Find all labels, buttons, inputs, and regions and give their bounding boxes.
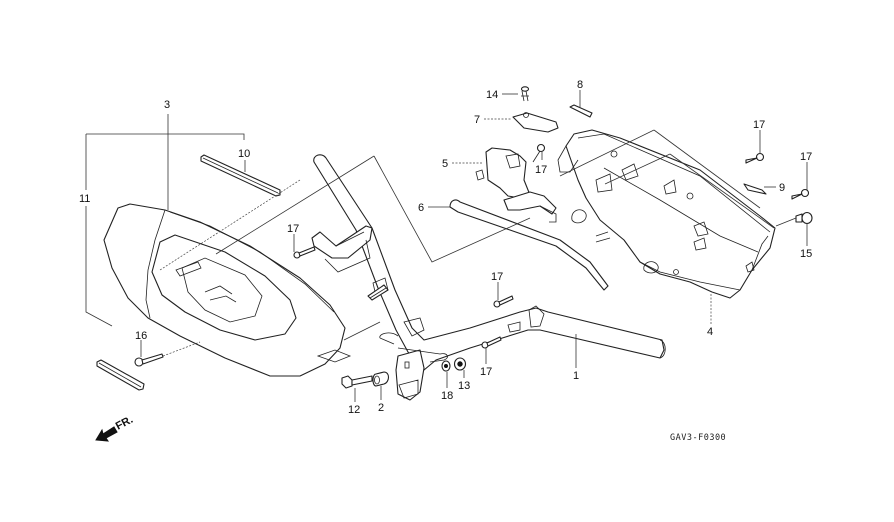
- callout-leaders: [85, 90, 808, 402]
- tapping-screw-17d-part[interactable]: [481, 336, 502, 349]
- callout-16[interactable]: 16: [135, 330, 147, 342]
- callout-17f[interactable]: 17: [800, 151, 812, 163]
- special-bolt-15-part[interactable]: [775, 211, 813, 227]
- callout-4[interactable]: 4: [707, 326, 713, 338]
- callout-1[interactable]: 1: [573, 370, 579, 382]
- callout-7[interactable]: 7: [474, 114, 480, 126]
- callout-17d[interactable]: 17: [480, 366, 492, 378]
- callout-15[interactable]: 15: [800, 248, 812, 260]
- washer-18-part[interactable]: [441, 360, 451, 372]
- front-direction-label: FR.: [114, 414, 135, 433]
- callout-8[interactable]: 8: [577, 79, 583, 91]
- clip-rivet-14-part[interactable]: [520, 86, 530, 102]
- tapping-screw-17c-part[interactable]: [493, 295, 514, 308]
- cable-guide-part[interactable]: [449, 199, 609, 291]
- callout-14[interactable]: 14: [486, 89, 498, 101]
- tapping-screw-17f-part[interactable]: [791, 188, 810, 200]
- callout-11[interactable]: 11: [79, 193, 90, 205]
- plate-7-part[interactable]: [512, 112, 559, 133]
- upper-trim-strip-part[interactable]: [200, 154, 281, 197]
- stem-clamp-part[interactable]: [379, 332, 448, 401]
- front-direction-indicator: FR.: [95, 414, 135, 442]
- callout-12[interactable]: 12: [348, 404, 360, 416]
- handlebar-part[interactable]: [313, 154, 666, 371]
- callout-17c[interactable]: 17: [491, 271, 503, 283]
- bolt-12-part[interactable]: [341, 375, 373, 389]
- cover-bracket-part[interactable]: [475, 147, 557, 223]
- front-cover-part[interactable]: [103, 203, 352, 377]
- mounting-bracket-part[interactable]: [311, 225, 389, 301]
- tapping-screw-17e-part[interactable]: [745, 152, 765, 164]
- callout-13[interactable]: 13: [458, 380, 470, 392]
- collar-2-part[interactable]: [372, 371, 390, 387]
- lower-trim-strip-part[interactable]: [96, 359, 145, 391]
- pad-8-part[interactable]: [569, 104, 593, 118]
- callout-18[interactable]: 18: [441, 390, 453, 402]
- callout-3[interactable]: 3: [164, 99, 170, 111]
- callout-5[interactable]: 5: [442, 158, 448, 170]
- rear-handlebar-cover-part[interactable]: [557, 129, 776, 299]
- callout-2[interactable]: 2: [378, 402, 384, 414]
- front-direction-arrow-icon: [95, 426, 118, 442]
- tapping-screw-17b-part[interactable]: [532, 143, 546, 163]
- assembly-lines: [159, 129, 775, 341]
- callout-10[interactable]: 10: [238, 148, 250, 160]
- callout-6[interactable]: 6: [418, 202, 424, 214]
- nut-13-part[interactable]: [453, 357, 467, 371]
- callout-9[interactable]: 9: [779, 182, 785, 194]
- diagram-code: GAV3-F0300: [670, 433, 726, 443]
- clip-9-part[interactable]: [743, 183, 767, 195]
- tapping-screw-17a-part[interactable]: [293, 246, 316, 259]
- callout-17e[interactable]: 17: [753, 119, 765, 131]
- callout-17b[interactable]: 17: [535, 164, 547, 176]
- callout-labels: 3 10 11 16 14 8 7 5 17 6 17 17 17 1 4 17…: [79, 79, 812, 416]
- callout-17a[interactable]: 17: [287, 223, 299, 235]
- screw-16-part[interactable]: [134, 341, 201, 367]
